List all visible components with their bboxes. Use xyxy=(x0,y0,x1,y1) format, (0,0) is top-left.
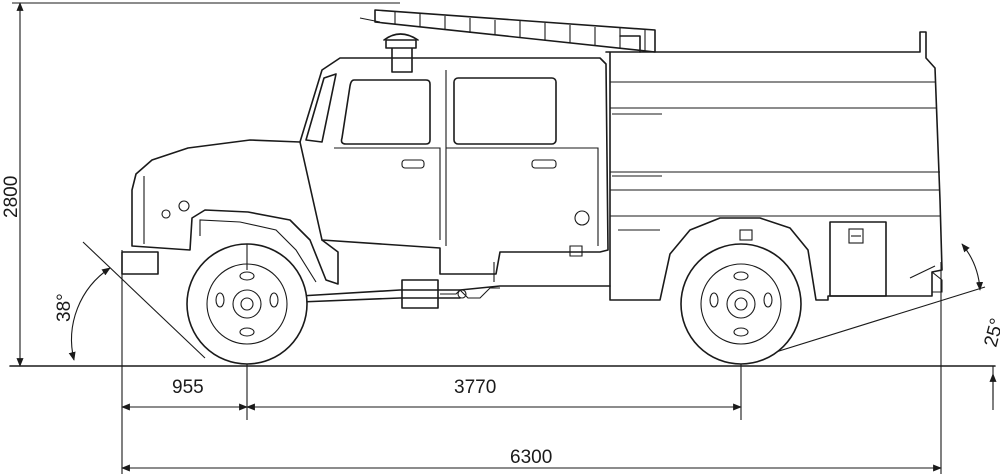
cab xyxy=(299,33,609,275)
height-label: 2800 xyxy=(1,176,22,218)
roof-ladder xyxy=(359,9,656,53)
rear-body xyxy=(605,31,943,301)
approach-angle-dimension: 38° xyxy=(54,241,206,474)
departure-angle-label: 25° xyxy=(981,316,1000,349)
front-overhang-label: 955 xyxy=(172,377,204,398)
wheelbase-label: 3770 xyxy=(454,377,496,398)
chassis xyxy=(299,262,611,309)
approach-angle-label: 38° xyxy=(54,293,75,322)
departure-angle-dimension: 25° xyxy=(749,243,1000,474)
overall-length-label: 6300 xyxy=(510,447,552,468)
hood xyxy=(121,139,339,285)
front-wheel xyxy=(186,243,308,365)
height-dimension: 2800 xyxy=(1,2,400,367)
rear-wheel xyxy=(680,229,802,365)
